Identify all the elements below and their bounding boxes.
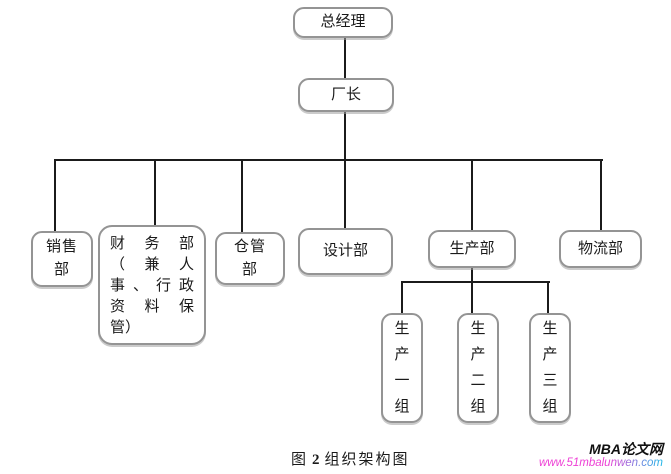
node-factory-director-label: 厂长 [330, 86, 361, 103]
node-factory-director: 厂长 [298, 78, 394, 112]
node-general-manager-label: 总经理 [320, 14, 366, 30]
figure-caption-number: 2 [312, 452, 320, 468]
node-logistics-dept: 物流部 [559, 230, 642, 268]
node-sales-dept-label: 销售部 [45, 239, 78, 278]
watermark: MBA论文网 www.51mbalunwen.com [539, 441, 663, 470]
connector-drop-logistics [600, 159, 602, 234]
figure-caption-title: 组织架构图 [324, 452, 410, 468]
node-finance-dept-line5: 管） [110, 320, 141, 336]
connector-gm-to-director [344, 37, 346, 79]
node-production-group-2-label: 生产二组 [470, 321, 486, 415]
connector-level2-rail [54, 159, 603, 161]
watermark-url: www.51mbalunwen.com [538, 457, 663, 469]
connector-drop-group2 [471, 281, 473, 317]
node-logistics-dept-label: 物流部 [577, 240, 623, 257]
node-production-group-2: 生产二组 [457, 313, 499, 423]
node-production-dept: 生产部 [428, 230, 516, 268]
node-finance-dept: 财务部 （兼人 事、行政 资料保 管） [98, 225, 206, 345]
node-production-group-3-label: 生产三组 [542, 321, 558, 415]
node-design-dept-label: 设计部 [322, 243, 368, 259]
connector-drop-group3 [547, 281, 549, 317]
node-production-group-1-label: 生产一组 [394, 321, 410, 415]
node-warehouse-dept: 仓管部 [215, 232, 285, 285]
node-finance-dept-line3: 事、行政 [110, 278, 194, 294]
node-finance-dept-line2: （兼人 [110, 257, 194, 273]
node-finance-dept-line4: 资料保 [110, 299, 194, 315]
node-production-group-3: 生产三组 [529, 313, 571, 423]
connector-drop-finance [154, 159, 156, 231]
watermark-site-name: MBA论文网 [589, 441, 663, 457]
node-warehouse-dept-label: 仓管部 [233, 238, 266, 278]
node-general-manager: 总经理 [293, 7, 393, 38]
connector-drop-group1 [401, 281, 403, 317]
node-production-group-1: 生产一组 [381, 313, 423, 423]
connector-groups-rail [401, 281, 550, 283]
connector-production-stub [471, 266, 473, 283]
node-production-dept-label: 生产部 [449, 240, 495, 257]
figure-caption-label: 图 [291, 452, 308, 468]
connector-drop-sales [54, 159, 56, 235]
node-finance-dept-line1: 财务部 [110, 236, 194, 252]
node-sales-dept: 销售部 [31, 231, 93, 287]
node-design-dept: 设计部 [298, 228, 393, 275]
connector-director-trunk [344, 110, 346, 230]
connector-drop-warehouse [241, 159, 243, 236]
connector-drop-production [471, 159, 473, 234]
